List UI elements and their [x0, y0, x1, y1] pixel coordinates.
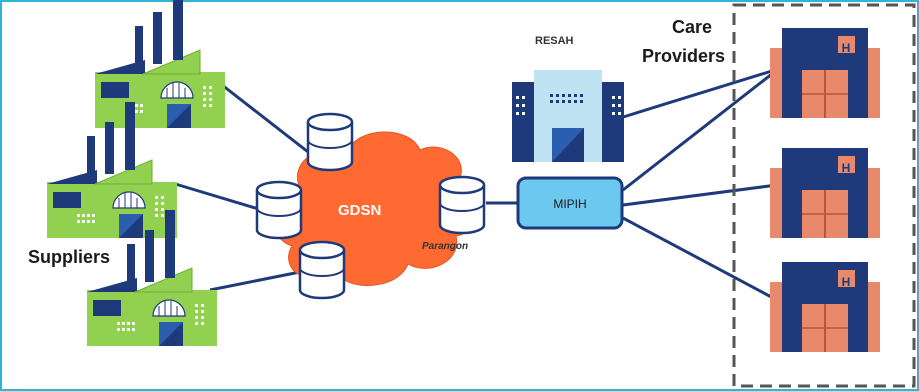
- resah-office-building-icon: [512, 70, 624, 162]
- database-icon-2: [255, 180, 303, 240]
- connection-lines: [171, 68, 778, 302]
- database-icon-1: [306, 112, 354, 172]
- hospital-sign-2: H: [842, 161, 851, 175]
- care-providers-boundary: [732, 3, 916, 388]
- gdsn-label: GDSN: [338, 202, 381, 219]
- hospital-icon-1: H: [769, 27, 881, 119]
- parangon-database-icon: [438, 175, 486, 235]
- hospital-icon-3: H: [769, 261, 881, 353]
- supplier-factory-icon-1: [94, 0, 226, 129]
- parangon-label: Parangon: [422, 241, 468, 252]
- mipih-box: MIPIH: [516, 176, 624, 230]
- hospital-sign-1: H: [842, 41, 851, 55]
- care-providers-label-line2: Providers: [642, 46, 725, 66]
- mipih-label: MIPIH: [553, 197, 586, 211]
- care-providers-label-line1: Care: [672, 17, 712, 37]
- hospital-sign-3: H: [842, 275, 851, 289]
- resah-label: RESAH: [535, 35, 574, 47]
- database-icon-3: [298, 240, 346, 300]
- suppliers-label: Suppliers: [28, 247, 110, 267]
- hospital-icon-2: H: [769, 147, 881, 239]
